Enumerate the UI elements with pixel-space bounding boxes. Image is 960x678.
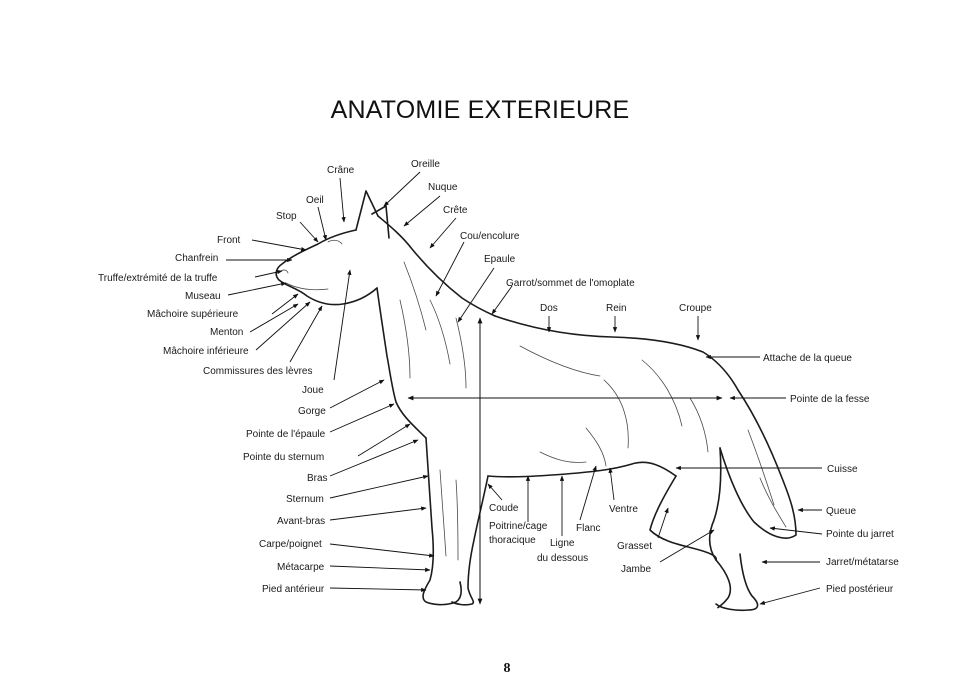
label-flanc: Flanc	[576, 523, 600, 534]
label-epaule: Epaule	[484, 254, 516, 265]
page-number: 8	[503, 661, 511, 676]
label-pied-posterieur: Pied postérieur	[826, 584, 894, 595]
chest-outline	[376, 287, 427, 439]
label-sternum: Sternum	[286, 494, 324, 505]
label-machoire-inferieure: Mâchoire inférieure	[163, 346, 249, 357]
label-carpe-poignet: Carpe/poignet	[259, 539, 322, 550]
label-pointe-epaule: Pointe de l'épaule	[246, 429, 326, 440]
label-pointe-fesse: Pointe de la fesse	[790, 394, 870, 405]
label-grasset: Grasset	[617, 541, 652, 552]
underline	[487, 461, 677, 478]
label-bras: Bras	[307, 473, 328, 484]
thigh-outline	[708, 447, 722, 561]
label-poitrine-2: thoracique	[489, 535, 536, 546]
hip-fur	[641, 359, 709, 453]
leader-lines	[226, 171, 823, 605]
hind-leg	[715, 553, 759, 612]
label-avant-bras: Avant-bras	[277, 516, 325, 527]
foreleg-fur	[439, 469, 459, 561]
label-coude: Coude	[489, 503, 519, 514]
head-outline	[275, 229, 378, 306]
label-joue: Joue	[302, 385, 324, 396]
label-poitrine-1: Poitrine/cage	[489, 521, 548, 532]
tail-outline	[719, 389, 797, 539]
label-metacarpe: Métacarpe	[277, 562, 325, 573]
label-pointe-jarret: Pointe du jarret	[826, 529, 894, 540]
label-truffe: Truffe/extrémité de la truffe	[98, 273, 218, 284]
label-oeil: Oeil	[306, 195, 324, 206]
label-stop: Stop	[276, 211, 297, 222]
label-ligne-2: du dessous	[537, 553, 588, 564]
page-title: ANATOMIE EXTERIEURE	[330, 96, 630, 124]
eye	[327, 239, 343, 245]
label-menton: Menton	[210, 327, 243, 338]
body-fur	[519, 345, 629, 467]
label-gorge: Gorge	[298, 406, 326, 417]
nostril	[280, 269, 289, 274]
label-ligne-1: Ligne	[550, 538, 575, 549]
label-garrot: Garrot/sommet de l'omoplate	[506, 278, 635, 289]
front-leg-back	[451, 475, 489, 606]
anatomy-labels: Crâne Oreille Oeil Nuque Stop Crête Fron…	[98, 159, 899, 595]
label-crete: Crête	[443, 205, 468, 216]
neck-fur	[399, 261, 467, 389]
label-jambe: Jambe	[621, 564, 651, 575]
label-pied-anterieur: Pied antérieur	[262, 584, 325, 595]
tail-fur	[747, 429, 787, 528]
mouth-line	[285, 282, 329, 291]
label-chanfrein: Chanfrein	[175, 253, 218, 264]
topline	[494, 315, 739, 391]
label-ventre: Ventre	[609, 504, 638, 515]
label-commissures: Commissures des lèvres	[203, 366, 312, 377]
label-attache-queue: Attache de la queue	[763, 353, 852, 364]
front-leg	[422, 437, 462, 606]
left-ear	[355, 190, 379, 231]
right-ear	[371, 205, 390, 239]
label-dos: Dos	[540, 303, 558, 314]
label-oreille: Oreille	[411, 159, 440, 170]
label-pointe-sternum: Pointe du sternum	[243, 452, 324, 463]
label-croupe: Croupe	[679, 303, 712, 314]
label-jarret-metatarse: Jarret/métatarse	[826, 557, 899, 568]
hind-leg-front	[649, 475, 717, 561]
label-nuque: Nuque	[428, 182, 458, 193]
label-crane: Crâne	[327, 165, 355, 176]
label-front: Front	[217, 235, 241, 246]
label-museau: Museau	[185, 291, 221, 302]
neck-top-outline	[377, 215, 496, 317]
label-cou-encolure: Cou/encolure	[460, 231, 520, 242]
dog-illustration	[275, 190, 797, 612]
label-cuisse: Cuisse	[827, 464, 858, 475]
label-queue: Queue	[826, 506, 856, 517]
label-rein: Rein	[606, 303, 627, 314]
label-machoire-superieure: Mâchoire supérieure	[147, 309, 239, 320]
